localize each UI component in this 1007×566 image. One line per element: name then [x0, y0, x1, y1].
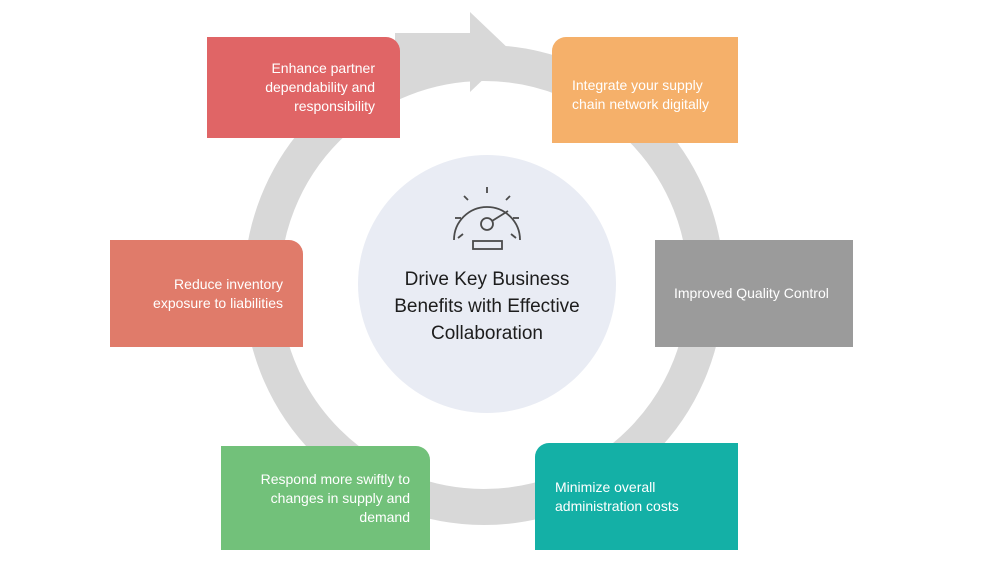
benefit-text-line: exposure to liabilities	[153, 294, 283, 311]
speedometer-icon	[453, 187, 521, 250]
benefit-text-line: demand	[359, 508, 410, 525]
benefit-text-line: dependability and	[265, 79, 375, 95]
benefit-text-line: Improved Quality Control	[674, 285, 829, 301]
benefit-text-line: Reduce inventory	[174, 275, 283, 292]
benefit-text-line: Minimize overall	[555, 478, 656, 495]
cycle-arrow-shaft	[395, 33, 475, 71]
benefit-text-line: Integrate your supply	[572, 77, 703, 93]
benefit-respond-swiftly: Respond more swiftly to changes in suppl…	[221, 446, 430, 550]
benefit-text-line: administration costs	[555, 497, 679, 514]
benefit-integrate-supply-chain: Integrate your supply chain network digi…	[552, 37, 738, 143]
benefit-text-line: responsibility	[294, 98, 375, 114]
benefit-minimize-costs: Minimize overall administration costs	[535, 443, 738, 550]
benefit-text-line: Enhance partner	[271, 60, 375, 76]
benefit-enhance-partner: Enhance partner dependability and respon…	[207, 37, 400, 138]
cycle-arrow-head	[470, 12, 512, 92]
benefit-text-line: Respond more swiftly to	[260, 470, 410, 487]
center-circle	[358, 155, 616, 413]
benefit-text-line: changes in supply and	[270, 489, 410, 506]
benefit-reduce-inventory: Reduce inventory exposure to liabilities	[110, 240, 303, 347]
center-title: Drive Key Business Benefits with Effecti…	[394, 269, 580, 344]
benefit-quality-control: Improved Quality Control	[655, 240, 853, 347]
benefit-text-line: chain network digitally	[572, 96, 709, 112]
